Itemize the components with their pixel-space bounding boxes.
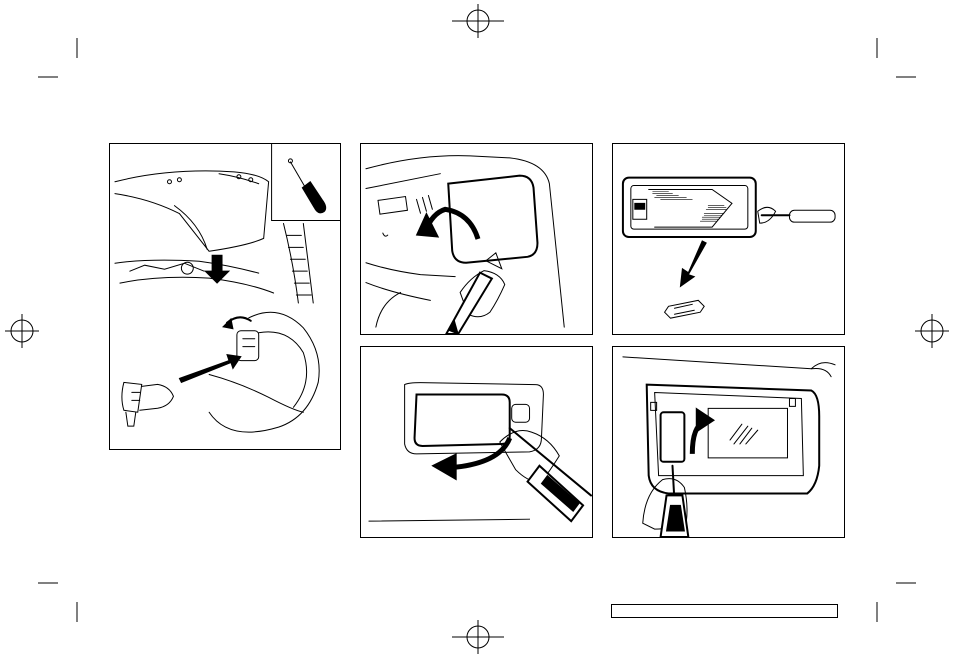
- figure-dome-light-lens-removal: [360, 346, 593, 538]
- figure-headlight-bulb-removal: [109, 143, 341, 450]
- page-footer-box: [611, 604, 838, 618]
- figure-cargo-light-bulb-removal: [612, 143, 845, 335]
- figure-map-light-lens-removal: [360, 143, 593, 335]
- figure-vanity-mirror-light-removal: [612, 346, 845, 538]
